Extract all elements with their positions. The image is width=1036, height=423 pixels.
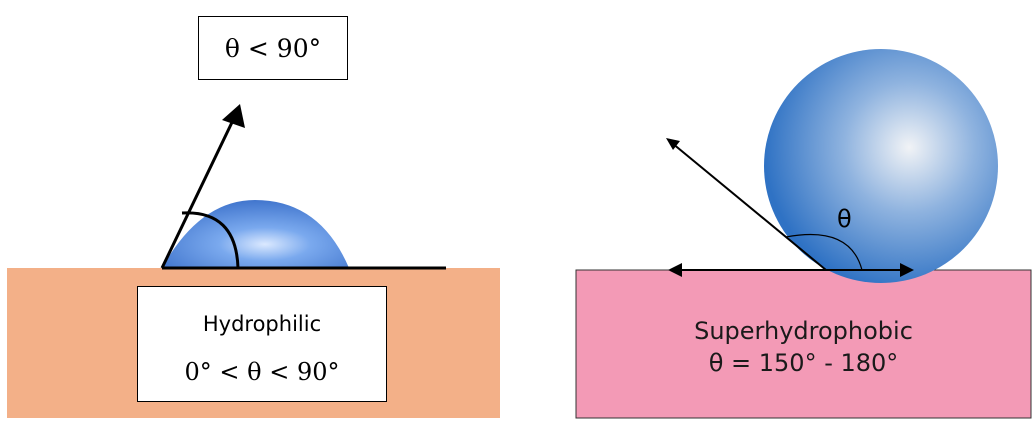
tangent-arrow-shaft: [160, 113, 238, 269]
contact-angle-arc: [181, 211, 240, 269]
hydrophilic-title: Hydrophilic: [202, 312, 322, 336]
tangent-arrow-head: [666, 138, 680, 150]
contact-angle-label: θ < 90°: [224, 33, 322, 63]
hydrophilic-info-box: Hydrophilic 0° < θ < 90°: [137, 286, 387, 402]
superhydrophobic-angle-range: θ = 150° - 180°: [708, 349, 899, 377]
contact-angle-arc: [785, 233, 863, 271]
superhydrophobic-droplet: [764, 49, 998, 283]
double-arrow-right-head: [900, 263, 914, 277]
double-arrow-left-head: [668, 263, 682, 277]
theta-label: θ: [837, 205, 852, 233]
superhydrophobic-title: Superhydrophobic: [694, 317, 913, 345]
contact-angle-label-box: θ < 90°: [198, 16, 348, 80]
tangent-arrow-head: [222, 104, 245, 128]
tangent-arrow-shaft: [671, 142, 827, 271]
corner-watermark: [930, 0, 1036, 4]
superhydrophobic-surface: [575, 269, 1032, 419]
hydrophilic-angle-range: 0° < θ < 90°: [184, 358, 340, 386]
